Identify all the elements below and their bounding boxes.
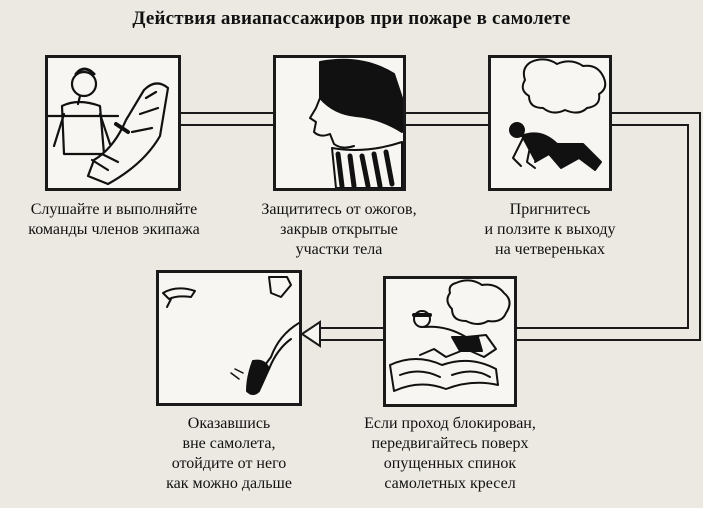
- step-caption-4: Если проход блокирован, передвигайтесь п…: [340, 414, 560, 494]
- step-caption-3: Пригнитесь и ползите к выходу на четвере…: [470, 200, 630, 260]
- passenger-listening-icon: [48, 67, 170, 186]
- protected-face-icon: [309, 58, 403, 188]
- step-caption-5: Оказавшись вне самолета, отойдите от нег…: [132, 414, 326, 494]
- caption-line: Слушайте и выполняйте: [30, 201, 198, 218]
- caption-line: опущенных спинок: [383, 455, 517, 472]
- caption-line: команды членов экипажа: [28, 221, 200, 238]
- step-panel-2: [273, 55, 406, 191]
- caption-line: Оказавшись: [187, 415, 271, 432]
- caption-line: участки тела: [295, 241, 383, 258]
- walking-away-icon: [162, 276, 299, 395]
- crawling-person-icon: [509, 58, 607, 171]
- step-caption-2: Защититесь от ожогов, закрыв открытые уч…: [233, 200, 445, 260]
- caption-line: Пригнитесь: [509, 201, 591, 218]
- caption-line: передвигайтесь поверх: [371, 435, 529, 452]
- step-caption-1: Слушайте и выполняйте команды членов эки…: [0, 200, 228, 240]
- step-panel-3: [488, 55, 612, 191]
- caption-line: на четвереньках: [495, 241, 605, 258]
- crawling-over-seats-icon: [389, 279, 511, 392]
- caption-line: и ползите к выходу: [484, 221, 616, 238]
- step-panel-5: [156, 270, 302, 406]
- step-panel-4: [383, 276, 517, 407]
- caption-line: закрыв открытые: [280, 221, 398, 238]
- caption-line: как можно дальше: [166, 475, 292, 492]
- step-panel-1: [45, 55, 181, 191]
- page-title: Действия авиапассажиров при пожаре в сам…: [132, 8, 571, 29]
- caption-line: Защититесь от ожогов,: [261, 201, 417, 218]
- caption-line: вне самолета,: [182, 435, 276, 452]
- caption-line: самолетных кресел: [384, 475, 516, 492]
- caption-line: отойдите от него: [171, 455, 287, 472]
- caption-line: Если проход блокирован,: [364, 415, 536, 432]
